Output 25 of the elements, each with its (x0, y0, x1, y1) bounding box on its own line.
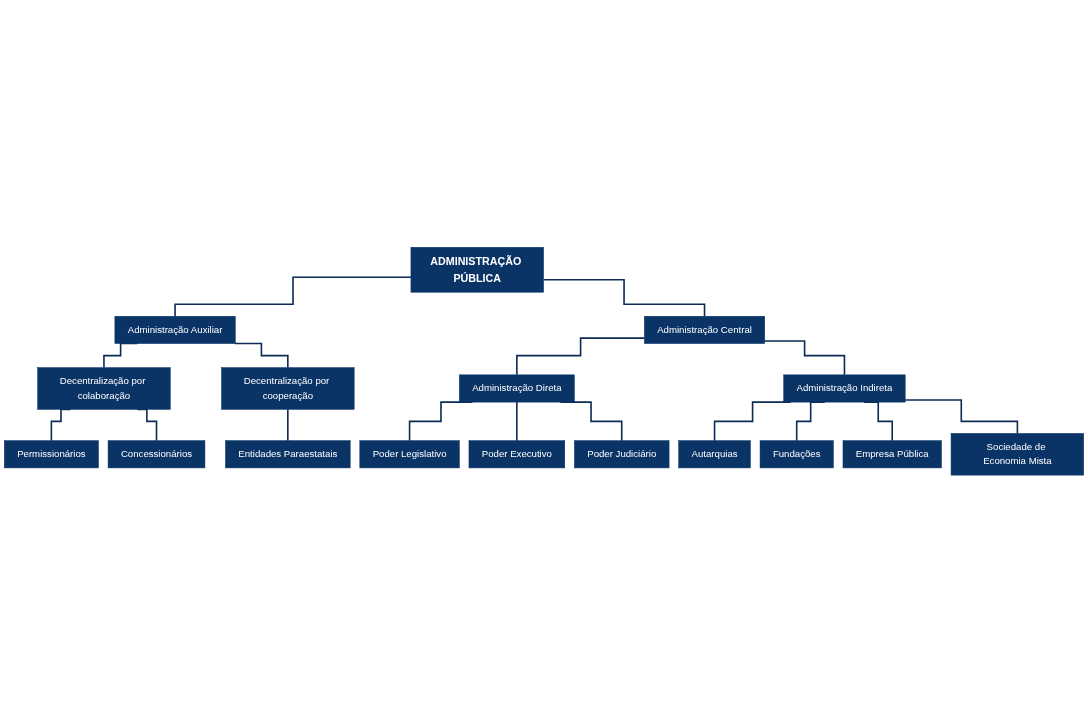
node-box: Concessionários (107, 440, 206, 468)
connector (516, 337, 646, 376)
connector (287, 408, 289, 442)
connector (516, 401, 518, 442)
node-box: ADMINISTRAÇÃO PÚBLICA (410, 246, 544, 293)
connector (763, 339, 846, 376)
node-box: Administração Indireta (783, 374, 906, 403)
connector (904, 399, 1019, 434)
connector (174, 276, 412, 317)
node-box: Empresa Pública (842, 440, 942, 468)
node-box: Decentralização por cooperação (221, 367, 355, 410)
node-box: Autarquias (678, 440, 751, 468)
node-box: Permissionários (4, 440, 99, 468)
node-box: Administração Auxiliar (114, 315, 236, 344)
node-box: Poder Legislativo (359, 440, 460, 468)
node-box: Entidades Paraestatais (225, 440, 351, 468)
node-box: Administração Central (644, 315, 765, 344)
connector (542, 278, 706, 317)
node-box: Administração Direta (459, 374, 575, 403)
node-box: Poder Executivo (468, 440, 565, 468)
node-box: Poder Judiciário (574, 440, 670, 468)
node-box: Fundações (759, 440, 834, 468)
connector (234, 342, 289, 369)
node-box: Sociedade de Economia Mista (950, 432, 1084, 476)
node-box: Decentralização por colaboração (37, 367, 171, 410)
